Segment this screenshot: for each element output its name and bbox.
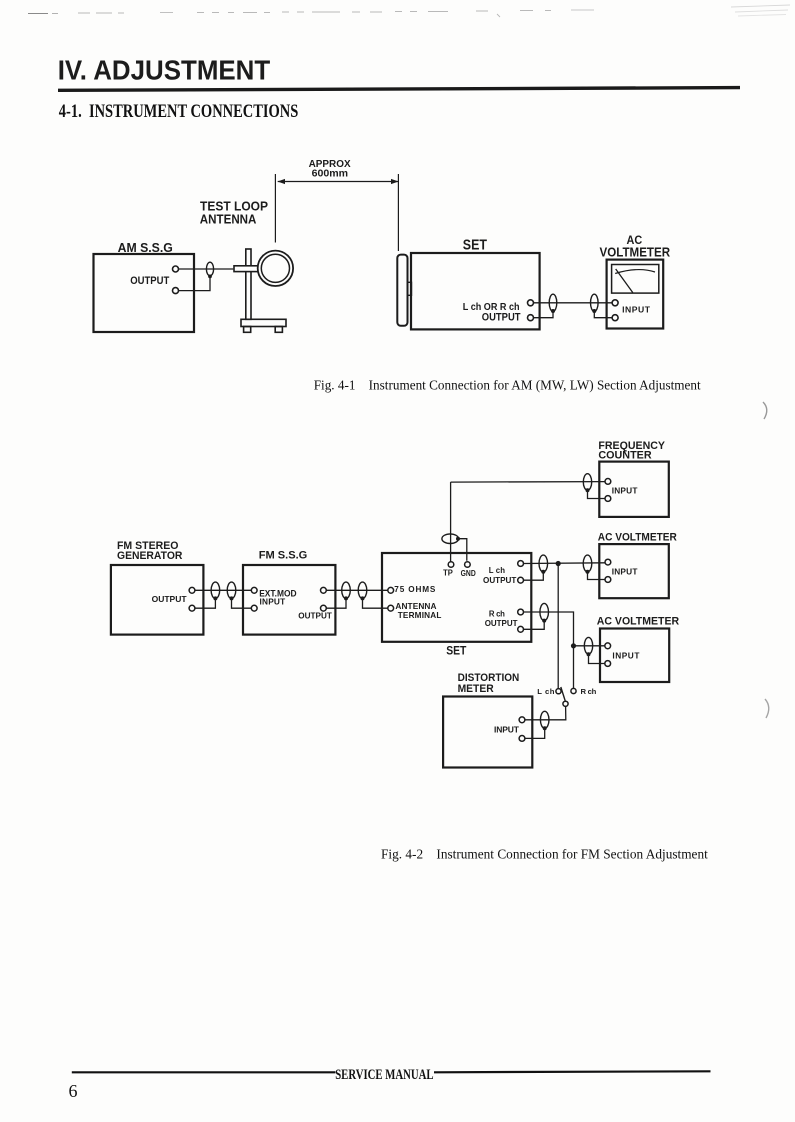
- svg-text:INPUT: INPUT: [612, 486, 638, 496]
- svg-text:OUTPUT: OUTPUT: [483, 576, 516, 585]
- svg-text:VOLTMETER: VOLTMETER: [600, 244, 671, 259]
- svg-text:R ch: R ch: [489, 609, 505, 618]
- svg-text:INPUT: INPUT: [260, 597, 286, 607]
- svg-text:TEST LOOP: TEST LOOP: [200, 200, 268, 214]
- svg-text:EXT.MOD: EXT.MOD: [259, 588, 296, 598]
- svg-text:FM STEREO: FM STEREO: [117, 540, 179, 552]
- svg-text:INPUT: INPUT: [612, 650, 639, 660]
- svg-text:INPUT: INPUT: [622, 304, 651, 314]
- svg-text:ANTENNA: ANTENNA: [395, 601, 436, 611]
- svg-text:OUTPUT: OUTPUT: [130, 275, 169, 287]
- svg-text:COUNTER: COUNTER: [598, 450, 651, 462]
- svg-text:SET: SET: [446, 645, 467, 658]
- svg-text:75 OHMS: 75 OHMS: [394, 585, 436, 594]
- svg-text:L ch: L ch: [489, 566, 506, 575]
- svg-text:INPUT: INPUT: [612, 567, 638, 577]
- svg-text:SET: SET: [463, 237, 488, 254]
- svg-text:AM S.S.G: AM S.S.G: [118, 240, 173, 255]
- svg-text:GENERATOR: GENERATOR: [117, 550, 182, 562]
- svg-text:TERMINAL: TERMINAL: [398, 611, 442, 620]
- svg-text:FREQUENCY: FREQUENCY: [598, 440, 665, 452]
- svg-text:TP: TP: [443, 569, 453, 578]
- svg-text:SERVICE MANUAL: SERVICE MANUAL: [335, 1067, 434, 1083]
- svg-text:AC: AC: [627, 235, 643, 247]
- svg-text:METER: METER: [458, 683, 494, 695]
- svg-text:Fig. 4-1 Instrument Connection: Fig. 4-1 Instrument Connection for AM (M…: [314, 379, 701, 394]
- svg-text:OUTPUT: OUTPUT: [482, 311, 521, 323]
- svg-text:L ch OR R ch: L ch OR R ch: [463, 302, 520, 313]
- svg-text:OUTPUT: OUTPUT: [298, 610, 332, 620]
- svg-text:AC VOLTMETER: AC VOLTMETER: [597, 615, 679, 627]
- svg-text:GND: GND: [461, 569, 476, 578]
- svg-text:DISTORTION: DISTORTION: [458, 672, 520, 684]
- svg-text:Fig. 4-2 Instrument Connection: Fig. 4-2 Instrument Connection for FM Se…: [381, 848, 708, 863]
- svg-text:IV. ADJUSTMENT: IV. ADJUSTMENT: [58, 55, 271, 86]
- svg-text:APPROX: APPROX: [309, 159, 351, 170]
- svg-text:ANTENNA: ANTENNA: [200, 213, 257, 227]
- svg-text:4-1. INSTRUMENT CONNECTIONS: 4-1. INSTRUMENT CONNECTIONS: [59, 101, 298, 122]
- svg-text:AC VOLTMETER: AC VOLTMETER: [598, 532, 677, 544]
- svg-text:6: 6: [69, 1081, 78, 1101]
- svg-text:FM S.S.G: FM S.S.G: [259, 549, 308, 561]
- svg-text:INPUT: INPUT: [494, 725, 520, 735]
- svg-text:OUTPUT: OUTPUT: [152, 595, 187, 604]
- svg-text:R ch: R ch: [581, 687, 597, 696]
- svg-text:L ch: L ch: [537, 687, 554, 696]
- svg-text:OUTPUT: OUTPUT: [485, 619, 518, 628]
- svg-text:600mm: 600mm: [312, 169, 349, 180]
